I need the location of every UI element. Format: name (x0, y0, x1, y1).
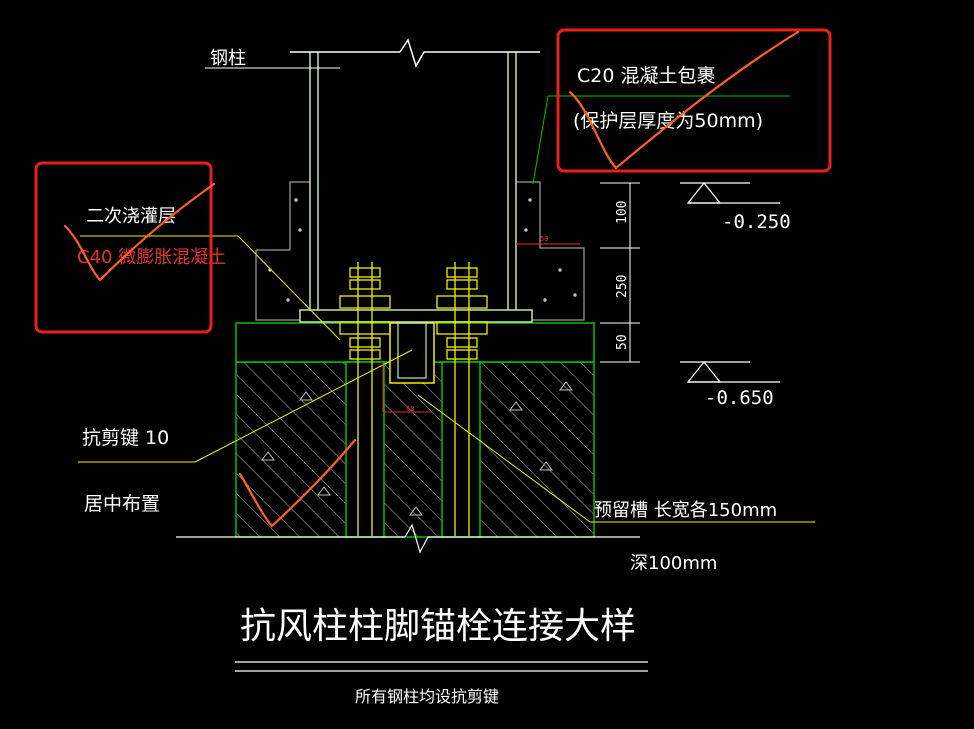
dimension-chain (600, 182, 640, 363)
small-dims (382, 243, 580, 413)
groove-label-line1: 预留槽 长宽各150mm (594, 500, 777, 521)
leader-lines (78, 235, 815, 523)
groove-label-line2: 深100mm (630, 553, 717, 574)
steel-column (290, 38, 540, 310)
grout-label-line2: C40 微膨胀混凝土 (77, 247, 226, 268)
encasement-leader (532, 95, 790, 185)
shear-key-groove (389, 322, 435, 384)
elevation-marker-lower (680, 361, 780, 383)
dim-50: 50 (615, 334, 630, 350)
ground-line (176, 523, 640, 554)
annotation-box-grout (34, 161, 213, 334)
annotation-box-encasement (556, 28, 832, 173)
title-underline (235, 661, 648, 672)
elevation-lower: -0.650 (705, 387, 774, 409)
shear-key-label: 抗剪键 10 (82, 427, 169, 449)
drawing-title: 抗风柱柱脚锚栓连接大样 (240, 606, 636, 647)
base-plate (299, 309, 533, 323)
anchor-bolt-left (339, 262, 391, 536)
encasement-label-line1: C20 混凝土包裹 (577, 65, 715, 87)
handwritten-checkmarks (63, 30, 800, 528)
drawing-subtitle: 所有钢柱均设抗剪键 (355, 687, 499, 706)
grout-label-line1: 二次浇灌层 (86, 206, 176, 227)
concrete-encasement (255, 181, 585, 321)
dim-small-top: 50 (540, 235, 548, 243)
steel-column-label: 钢柱 (210, 48, 246, 69)
elevation-marker-upper (680, 182, 780, 204)
centered-label: 居中布置 (84, 493, 160, 515)
anchor-bolt-right (436, 262, 488, 536)
dim-small-bottom: 60 (406, 405, 414, 413)
bolt-wells (345, 361, 481, 538)
elevation-upper: -0.250 (722, 211, 791, 233)
dim-250: 250 (615, 275, 630, 298)
encasement-label-line2: (保护层厚度为50mm) (573, 110, 763, 132)
dim-100: 100 (615, 201, 630, 224)
